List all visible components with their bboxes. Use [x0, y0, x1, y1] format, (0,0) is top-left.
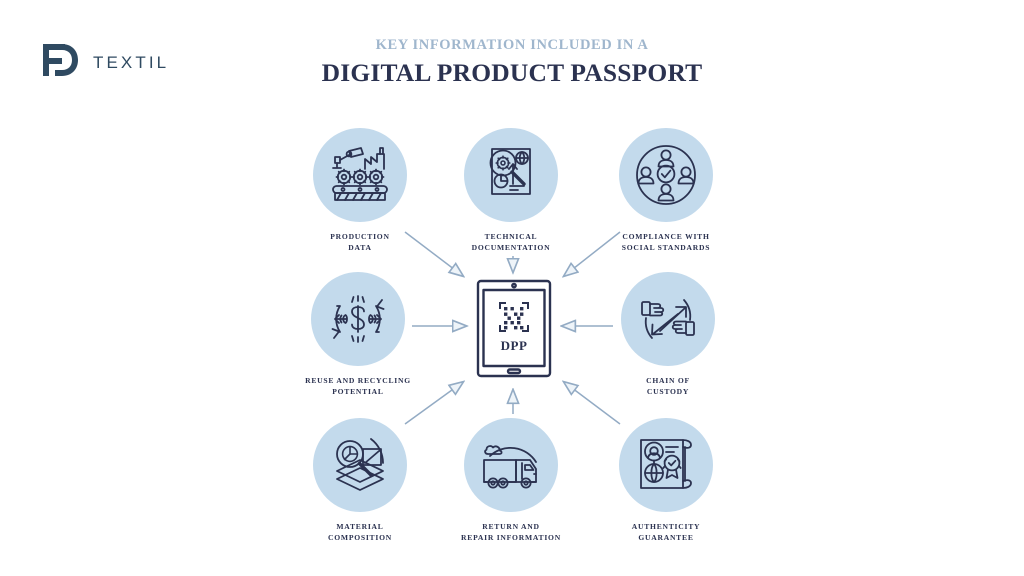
node-bubble — [619, 128, 713, 222]
tablet-qr-icon: DPP — [476, 279, 552, 378]
brand-wordmark: TEXTIL — [93, 52, 170, 72]
magnifier-piechart-layers-icon — [336, 438, 384, 491]
brand-logo[interactable]: TEXTIL — [38, 40, 169, 85]
title-block: KEY INFORMATION INCLUDED IN A DIGITAL PR… — [0, 37, 1024, 89]
certificate-seal-globe-icon — [640, 439, 692, 489]
dpp-label: DPP — [501, 338, 528, 353]
qr-code-icon — [499, 302, 529, 332]
node-bubble — [313, 418, 407, 512]
node-bubble — [619, 418, 713, 512]
node-label: AUTHENTICITY GUARANTEE — [631, 522, 701, 542]
node-bubble — [464, 128, 558, 222]
node-label: RETURN AND REPAIR INFORMATION — [461, 522, 561, 542]
center-dpp-device[interactable]: DPP — [474, 278, 554, 378]
factory-robot-gears-icon — [332, 147, 388, 201]
node-return-repair-information[interactable]: RETURN AND REPAIR INFORMATION — [431, 418, 591, 543]
page-title: DIGITAL PRODUCT PASSPORT — [321, 57, 703, 87]
hands-exchange-arrows-icon — [641, 299, 695, 339]
magnifier-gear-document-icon — [489, 148, 531, 195]
node-label: PRODUCTION DATA — [330, 232, 390, 252]
arrow-production-to-center — [404, 231, 463, 276]
arrow-compliance-to-center — [564, 231, 621, 276]
node-authenticity-guarantee[interactable]: AUTHENTICITY GUARANTEE — [586, 418, 746, 543]
arrow-authenticity-to-center — [564, 382, 621, 425]
node-reuse-recycling-potential[interactable]: REUSE AND RECYCLING POTENTIAL — [278, 272, 438, 397]
node-label: CHAIN OF CUSTODY — [646, 376, 690, 396]
node-bubble — [621, 272, 715, 366]
node-label: COMPLIANCE WITH SOCIAL STANDARDS — [621, 232, 711, 252]
fd-monogram-icon — [38, 40, 84, 85]
node-production-data[interactable]: PRODUCTION DATA — [280, 128, 440, 253]
people-checkmark-circle-icon — [636, 145, 696, 205]
node-chain-of-custody[interactable]: CHAIN OF CUSTODY — [588, 272, 748, 397]
node-compliance-social-standards[interactable]: COMPLIANCE WITH SOCIAL STANDARDS — [586, 128, 746, 253]
node-technical-documentation[interactable]: TECHNICAL DOCUMENTATION — [431, 128, 591, 253]
node-bubble — [464, 418, 558, 512]
delivery-truck-cloud-icon — [483, 445, 537, 489]
node-material-composition[interactable]: MATERIAL COMPOSITION — [280, 418, 440, 543]
node-label: MATERIAL COMPOSITION — [328, 522, 392, 542]
node-label: TECHNICAL DOCUMENTATION — [471, 232, 551, 252]
node-bubble — [313, 128, 407, 222]
dollar-recycle-leaves-icon — [331, 295, 385, 343]
eyebrow-text: KEY INFORMATION INCLUDED IN A — [375, 37, 649, 53]
arrow-material-to-center — [404, 382, 463, 425]
node-label: REUSE AND RECYCLING POTENTIAL — [305, 376, 411, 396]
node-bubble — [311, 272, 405, 366]
